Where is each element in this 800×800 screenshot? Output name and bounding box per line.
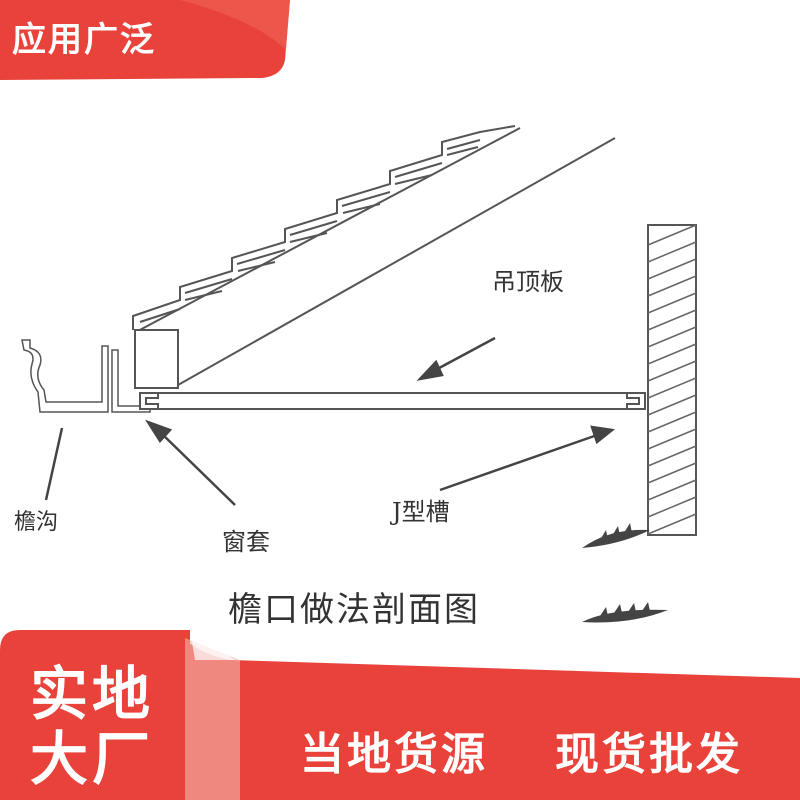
diagram-caption: 檐口做法剖面图 bbox=[228, 590, 480, 630]
factory-line1: 实地 bbox=[30, 660, 155, 728]
label-window-cover: 窗套 bbox=[222, 528, 270, 556]
label-ceiling-board: 吊顶板 bbox=[492, 268, 564, 296]
arrows bbox=[44, 336, 616, 506]
label-j-channel: J型槽 bbox=[392, 498, 450, 526]
hatched-wall bbox=[647, 224, 697, 536]
factory-line2: 大厂 bbox=[30, 725, 155, 793]
rafter-line bbox=[177, 137, 616, 386]
leaf-decoration bbox=[582, 523, 668, 623]
eave-section-diagram bbox=[21, 125, 697, 623]
label-gutter: 檐沟 bbox=[14, 510, 59, 535]
slogan-left: 当地货源 bbox=[300, 729, 488, 780]
slogan-right: 现货批发 bbox=[555, 729, 743, 780]
fascia-box bbox=[134, 329, 179, 389]
top-badge bbox=[0, 0, 290, 80]
roof-tiles bbox=[132, 125, 521, 333]
badge-text: 应用广泛 bbox=[12, 20, 156, 60]
bottom-banner bbox=[0, 630, 800, 800]
gutter-profile bbox=[21, 339, 109, 413]
ceiling-board bbox=[139, 392, 646, 410]
